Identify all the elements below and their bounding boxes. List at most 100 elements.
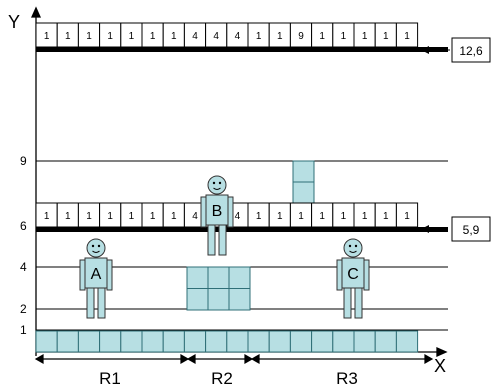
figure-eye	[348, 244, 352, 248]
marker-mid-box	[451, 216, 491, 242]
number-cell: 1	[56, 22, 79, 48]
y-tick-6: 6	[20, 219, 27, 233]
ground-cell	[120, 330, 143, 353]
number-cell: 1	[353, 22, 376, 48]
tower-cell	[292, 160, 315, 183]
ground-cell	[183, 330, 207, 353]
figure-label: C	[347, 266, 359, 283]
figure-smile	[349, 250, 357, 253]
figure-label: A	[91, 266, 102, 283]
ground-cell	[311, 330, 334, 353]
marker-mid-arrowhead	[421, 225, 429, 233]
figure-eye	[218, 181, 222, 185]
number-cell: 1	[268, 22, 291, 48]
number-cell-value: 1	[171, 211, 177, 222]
ground-cell	[374, 330, 397, 353]
figure-head	[86, 238, 106, 258]
number-cell-value: 1	[256, 31, 262, 42]
marker-top: 12,6	[421, 37, 491, 63]
number-cell: 1	[162, 22, 185, 48]
figure-head	[207, 175, 227, 195]
number-cell-value: 9	[298, 31, 304, 42]
figure-arm	[227, 196, 234, 228]
number-cell: 1	[77, 22, 101, 48]
figure-head	[343, 238, 363, 258]
number-cell: 1	[374, 22, 397, 48]
number-cell-value: 1	[277, 31, 283, 42]
figure-smile	[213, 187, 221, 190]
number-cell-value: 1	[383, 211, 389, 222]
range-r2-label: R2	[211, 369, 233, 388]
number-cell: 4	[205, 22, 228, 48]
ground-cell	[247, 330, 270, 353]
marker-mid: 5,9	[421, 216, 491, 242]
number-cell: 1	[77, 202, 101, 228]
mid-thick-line	[36, 227, 448, 232]
number-cell: 1	[56, 202, 79, 228]
number-cell: 1	[35, 202, 58, 228]
number-cell: 1	[332, 202, 355, 228]
figure-eye	[97, 244, 101, 248]
number-cell-value: 1	[65, 211, 71, 222]
figure-a: A	[79, 238, 113, 319]
number-cell-value: 1	[362, 211, 368, 222]
marker-top-arrowhead	[421, 46, 429, 54]
number-cell: 9	[289, 22, 313, 48]
number-cell-value: 1	[107, 211, 113, 222]
number-cell-value: 1	[341, 31, 347, 42]
number-cell-value: 1	[86, 31, 92, 42]
figure-leg	[86, 287, 95, 319]
figure-leg	[354, 287, 363, 319]
number-cell: 1	[289, 202, 313, 228]
number-cell: 1	[247, 22, 270, 48]
number-cell-value: 4	[235, 211, 241, 222]
ground-cell	[395, 330, 419, 353]
ground-cell	[205, 330, 228, 353]
figure-arm	[79, 259, 86, 291]
number-cell: 1	[332, 22, 355, 48]
number-cell: 1	[268, 202, 291, 228]
number-cell-value: 1	[404, 31, 410, 42]
ground-cell	[332, 330, 355, 353]
marker-top-label: 12,6	[459, 44, 483, 58]
number-cell-value: 1	[341, 211, 347, 222]
y-tick-9: 9	[20, 154, 27, 168]
range-r3-label: R3	[336, 369, 358, 388]
stack-cell	[228, 288, 251, 311]
ground-cell	[226, 330, 249, 353]
number-cell-value: 1	[86, 211, 92, 222]
ground-cell	[162, 330, 185, 353]
range-r3-arrow-left	[250, 353, 260, 365]
number-cell-value: 1	[319, 211, 325, 222]
number-cell: 1	[311, 202, 334, 228]
range-r1-arrow-right	[180, 353, 190, 365]
number-cell-value: 1	[129, 211, 135, 222]
range-r1-label: R1	[99, 369, 121, 388]
figure-arm	[363, 259, 370, 291]
figure-leg	[218, 224, 227, 256]
ground-cell	[35, 330, 58, 353]
number-cell-value: 1	[256, 211, 262, 222]
figure-eye	[212, 181, 216, 185]
stack-cell	[207, 288, 230, 311]
number-cell-value: 4	[192, 211, 198, 222]
number-cell-value: 4	[192, 31, 198, 42]
y-axis-arrowhead	[30, 6, 42, 18]
number-cell-value: 1	[277, 211, 283, 222]
figure-eye	[354, 244, 358, 248]
figure-eye	[91, 244, 95, 248]
number-cell: 1	[395, 202, 419, 228]
y-axis-label: Y	[8, 12, 20, 32]
number-cell: 1	[311, 22, 334, 48]
number-cell-value: 1	[129, 31, 135, 42]
figure-smile	[92, 250, 100, 253]
x-axis-label: X	[434, 356, 446, 376]
stack-cell	[186, 288, 209, 311]
number-cell: 1	[141, 22, 164, 48]
number-cell-value: 1	[298, 211, 304, 222]
marker-top-box	[451, 37, 491, 63]
number-cell-value: 4	[235, 31, 241, 42]
y-tick-labels: 1 2 4 6 9	[20, 154, 27, 337]
marker-mid-label: 5,9	[463, 223, 480, 237]
figure-arm	[200, 196, 207, 228]
